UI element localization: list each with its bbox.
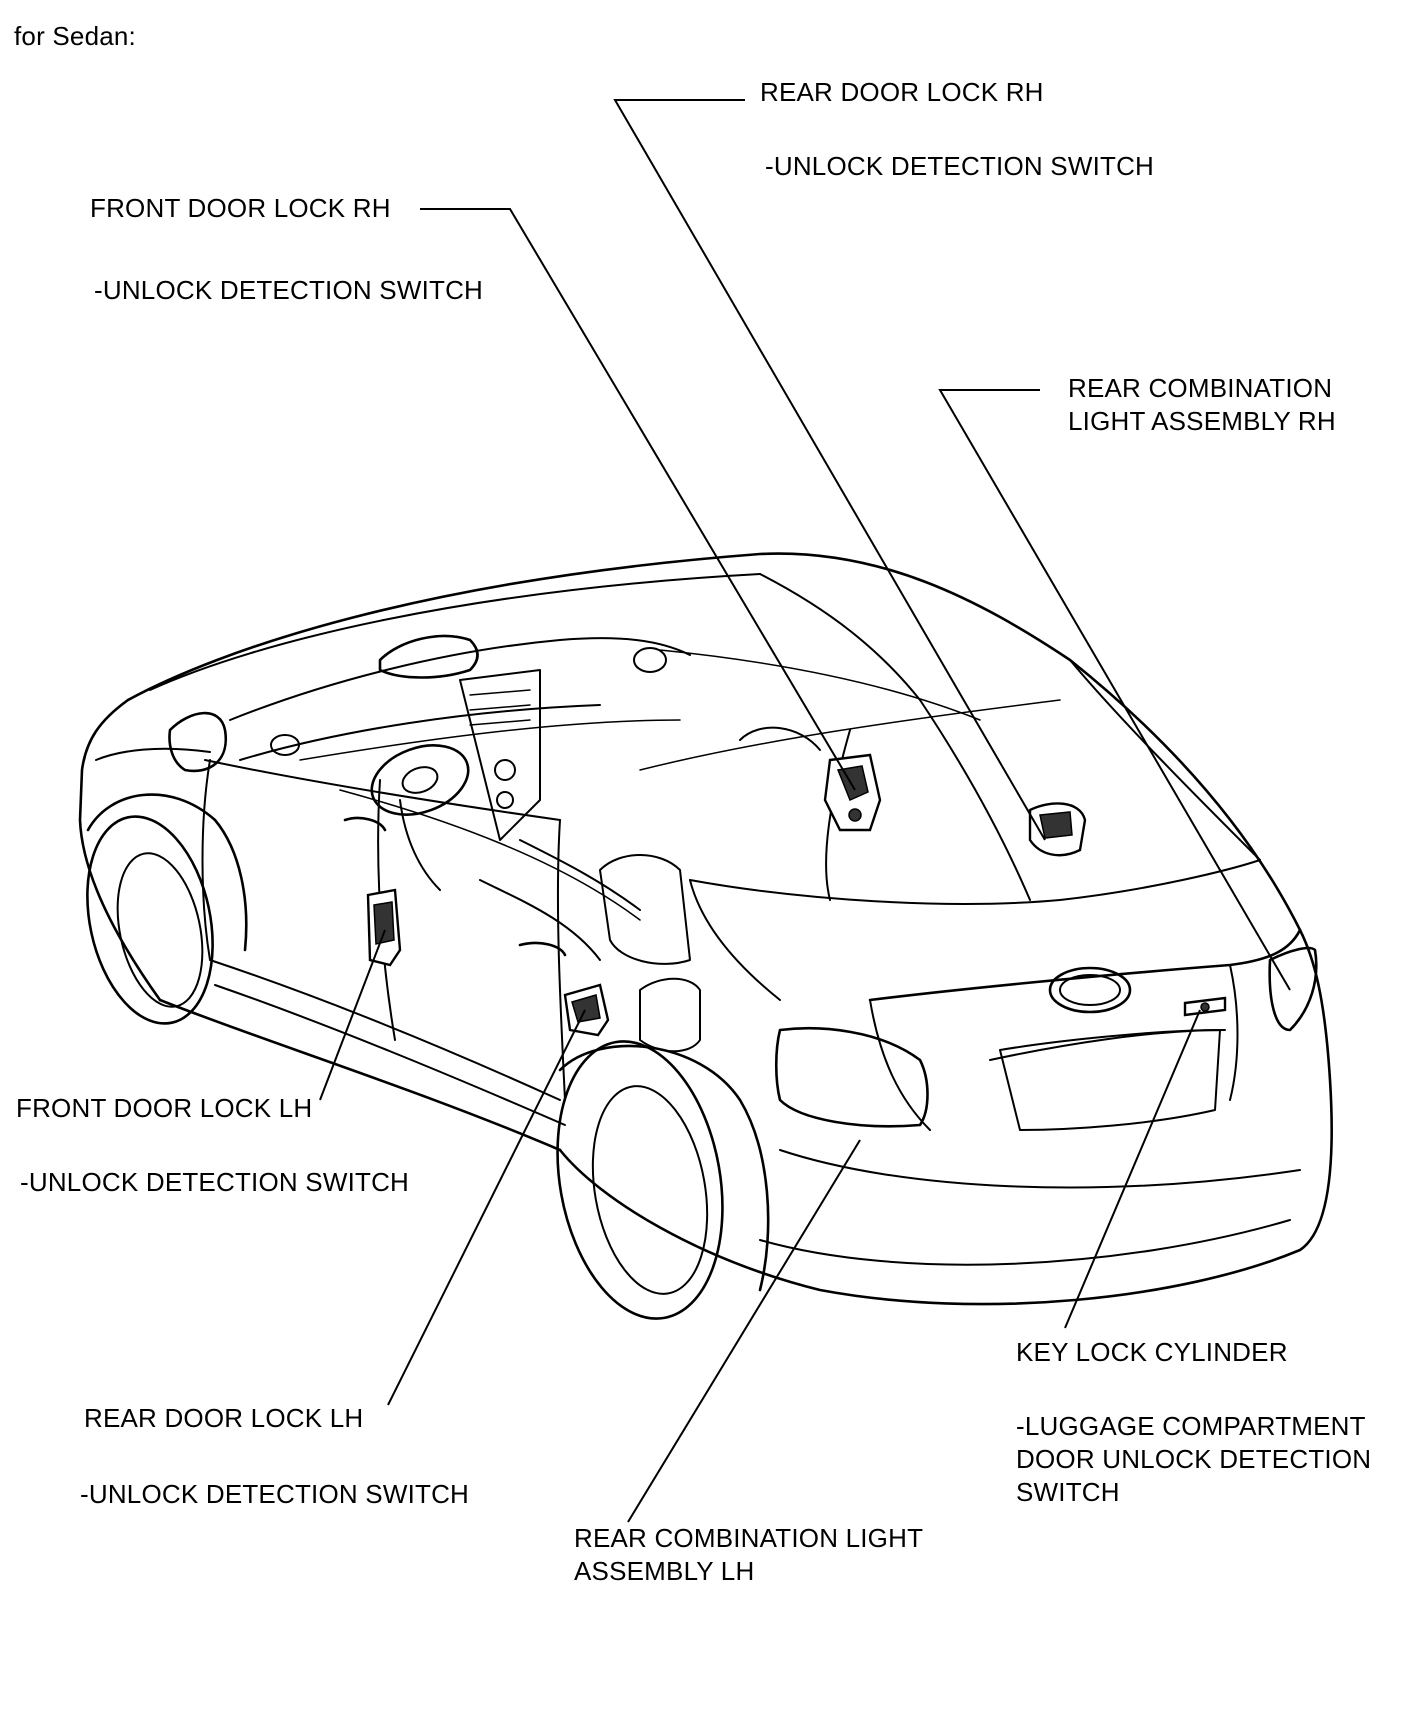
door-lock-parts	[366, 753, 1227, 1037]
car-interior	[229, 634, 821, 965]
label-front-door-lock-lh: FRONT DOOR LOCK LH	[16, 1093, 313, 1123]
label-rear-combination-lh-line1: REAR COMBINATION LIGHT	[574, 1523, 924, 1553]
rear-combination-light-lh	[774, 1027, 929, 1128]
label-rear-door-lh-unlock-switch: -UNLOCK DETECTION SWITCH	[80, 1479, 470, 1509]
diagram-title: for Sedan:	[14, 21, 136, 51]
key-lock-cylinder-part	[1183, 996, 1227, 1017]
rear-combination-light-rh	[1268, 946, 1318, 1032]
label-rear-door-lock-rh: REAR DOOR LOCK RH	[760, 77, 1044, 107]
front-door-lock-rh-part	[823, 753, 882, 832]
label-key-lock-line2: -LUGGAGE COMPARTMENT	[1016, 1411, 1366, 1441]
label-front-door-rh-unlock-switch: -UNLOCK DETECTION SWITCH	[94, 275, 484, 305]
label-rear-door-rh-unlock-switch: -UNLOCK DETECTION SWITCH	[765, 151, 1155, 181]
rear-door-lock-lh-part	[563, 983, 610, 1037]
label-rear-combination-rh-line1: REAR COMBINATION	[1068, 373, 1333, 403]
callout-leaders	[319, 99, 1291, 1523]
label-rear-combination-lh-line2: ASSEMBLY LH	[574, 1556, 755, 1586]
label-front-door-lock-rh: FRONT DOOR LOCK RH	[90, 193, 391, 223]
car-body	[78, 552, 1333, 1320]
label-rear-combination-rh-line2: LIGHT ASSEMBLY RH	[1068, 406, 1336, 436]
label-front-door-lh-unlock-switch: -UNLOCK DETECTION SWITCH	[20, 1167, 410, 1197]
rear-door-lock-rh-part	[1028, 802, 1087, 857]
label-key-lock-line4: SWITCH	[1016, 1477, 1120, 1507]
label-rear-door-lock-lh: REAR DOOR LOCK LH	[84, 1403, 364, 1433]
label-key-lock-cylinder: KEY LOCK CYLINDER	[1016, 1337, 1288, 1367]
front-door-lock-lh-part	[366, 888, 402, 967]
label-key-lock-line3: DOOR UNLOCK DETECTION	[1016, 1444, 1372, 1474]
